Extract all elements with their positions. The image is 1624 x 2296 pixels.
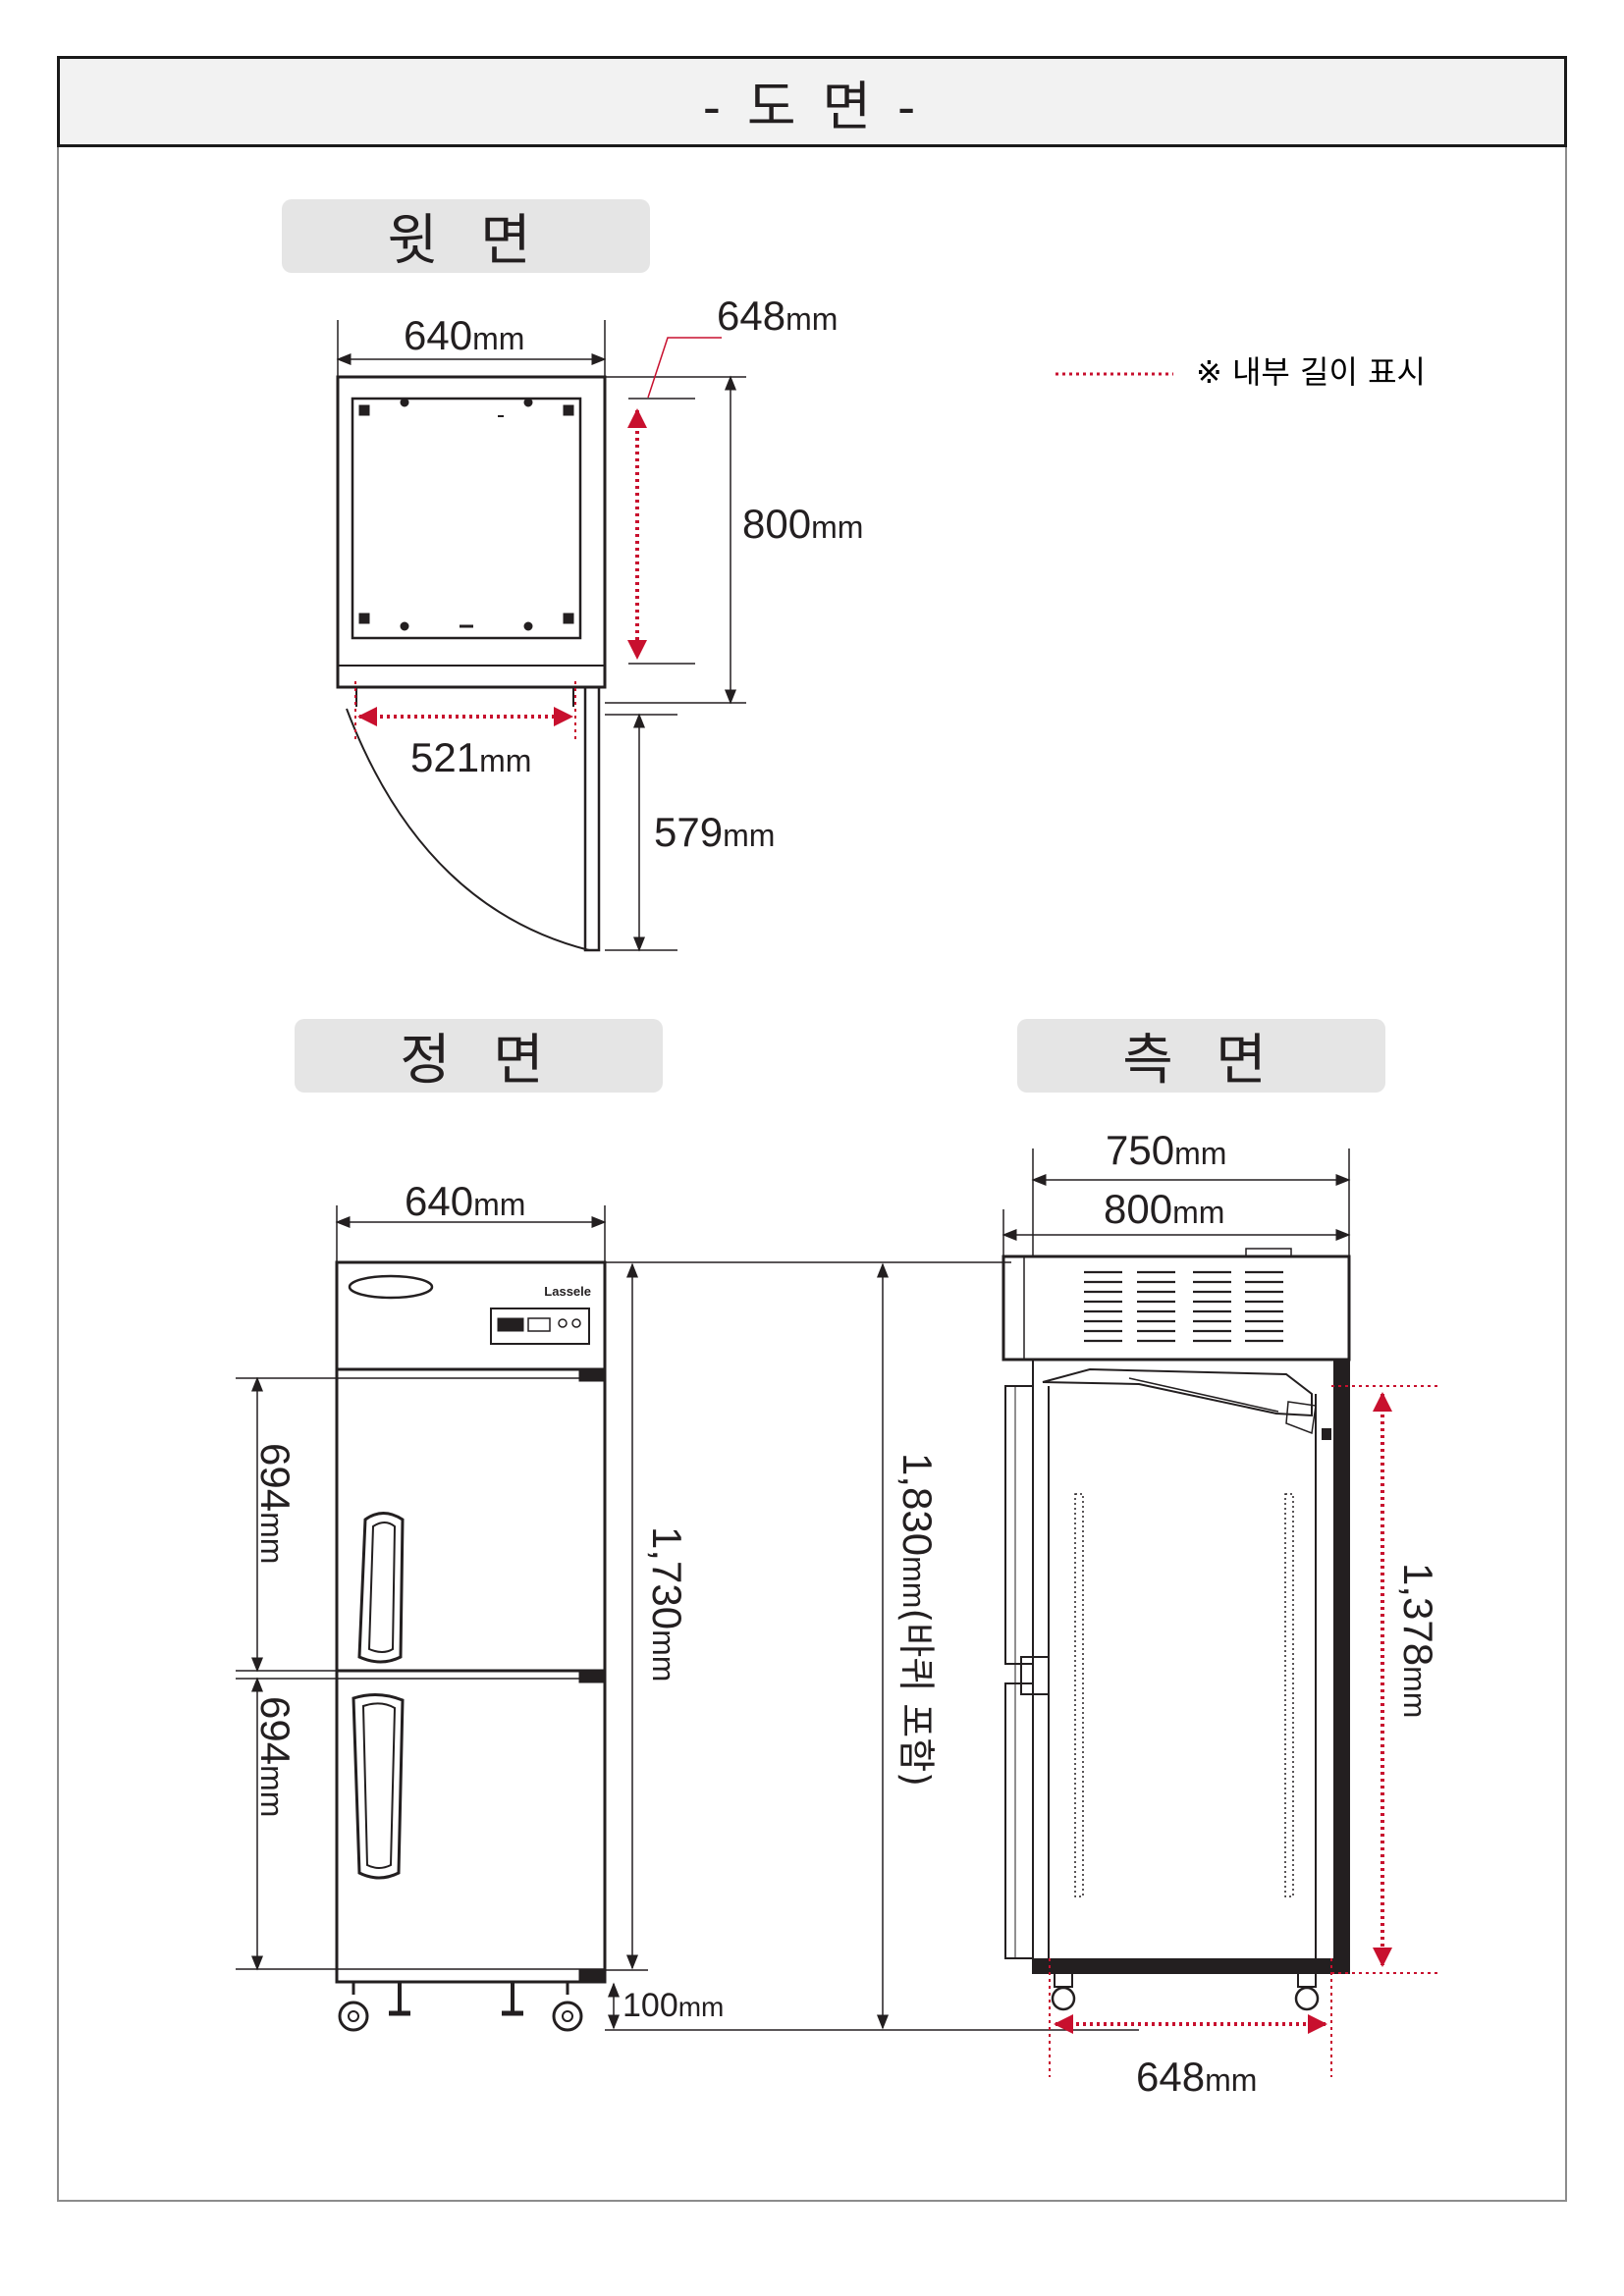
- dim-top-inner-depth: 648mm: [717, 293, 838, 339]
- dim-inner-height: 1,378mm: [1395, 1563, 1441, 1718]
- dim-door-upper: 694mm: [252, 1443, 298, 1564]
- dim-top-width: 640mm: [404, 312, 524, 358]
- dim-door-lower: 694mm: [252, 1696, 298, 1817]
- top-view: [336, 320, 746, 952]
- dim-leg-height: 100mm: [623, 1987, 724, 2024]
- page-title: - 도 면 -: [57, 56, 1567, 147]
- dim-side-depth-top: 750mm: [1106, 1127, 1226, 1173]
- dim-side-inner-depth: 648mm: [1136, 2054, 1257, 2100]
- view-label-front: 정 면: [295, 1019, 663, 1093]
- side-view: [1001, 1148, 1351, 2011]
- dim-body-height: 1,730mm: [644, 1526, 690, 1682]
- front-view: [236, 1205, 1139, 2032]
- dim-top-depth: 800mm: [742, 501, 863, 547]
- brand-logo-text: Lassele: [544, 1284, 591, 1299]
- dim-side-depth: 800mm: [1104, 1186, 1224, 1232]
- dim-door-swing: 579mm: [654, 809, 775, 855]
- dim-total-height: 1,830mm(바퀴 포함): [894, 1453, 941, 1787]
- side-view-inner-dims: [1049, 1385, 1437, 2077]
- dim-top-inner-width: 521mm: [410, 734, 531, 780]
- view-label-top: 윗 면: [282, 199, 650, 273]
- view-label-side: 측 면: [1017, 1019, 1385, 1093]
- legend-text: ※ 내부 길이 표시: [1196, 353, 1426, 391]
- dim-front-width: 640mm: [405, 1178, 525, 1224]
- top-view-inner-dims: [354, 408, 647, 741]
